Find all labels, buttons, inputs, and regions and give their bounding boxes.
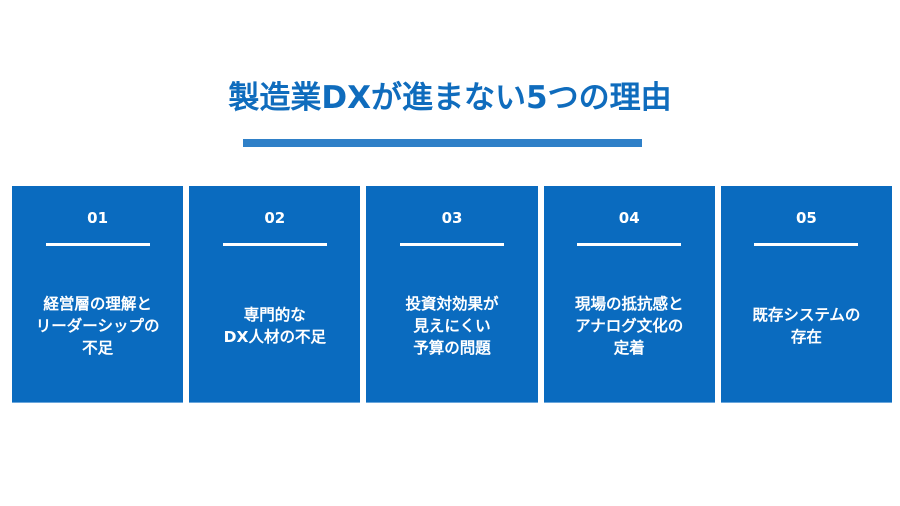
- slide-title: 製造業DXが進まない5つの理由: [228, 80, 672, 116]
- card-text: 現場の抵抗感と アナログ文化の 定着: [574, 295, 684, 357]
- card-number: 04: [618, 209, 640, 227]
- reason-card-04: 04 現場の抵抗感と アナログ文化の 定着: [543, 186, 715, 403]
- card-text: 専門的な DX人材の不足: [223, 306, 326, 346]
- card-divider: [400, 243, 504, 246]
- card-divider: [577, 243, 682, 246]
- card-divider: [45, 243, 150, 246]
- reason-card-01: 01 経営層の理解と リーダーシップの 不足: [12, 186, 184, 403]
- reason-card-02: 02 専門的な DX人材の不足: [189, 186, 361, 403]
- card-divider: [222, 243, 327, 246]
- card-number: 05: [795, 209, 817, 227]
- card-number: 03: [441, 209, 463, 227]
- card-number: 01: [87, 209, 109, 227]
- card-text: 既存システムの 存在: [752, 306, 861, 346]
- title-underline: [243, 139, 642, 147]
- reason-card-05: 05 既存システムの 存在: [720, 186, 893, 403]
- card-number: 02: [264, 209, 286, 227]
- reasons-card-row: 01 経営層の理解と リーダーシップの 不足 02 専門的な DX人材の不足 0…: [12, 186, 893, 403]
- card-text: 投資対効果が 見えにくい 予算の問題: [405, 295, 499, 357]
- reason-card-03: 03 投資対効果が 見えにくい 予算の問題: [366, 186, 538, 403]
- card-divider: [754, 243, 859, 246]
- card-text: 経営層の理解と リーダーシップの 不足: [35, 295, 160, 357]
